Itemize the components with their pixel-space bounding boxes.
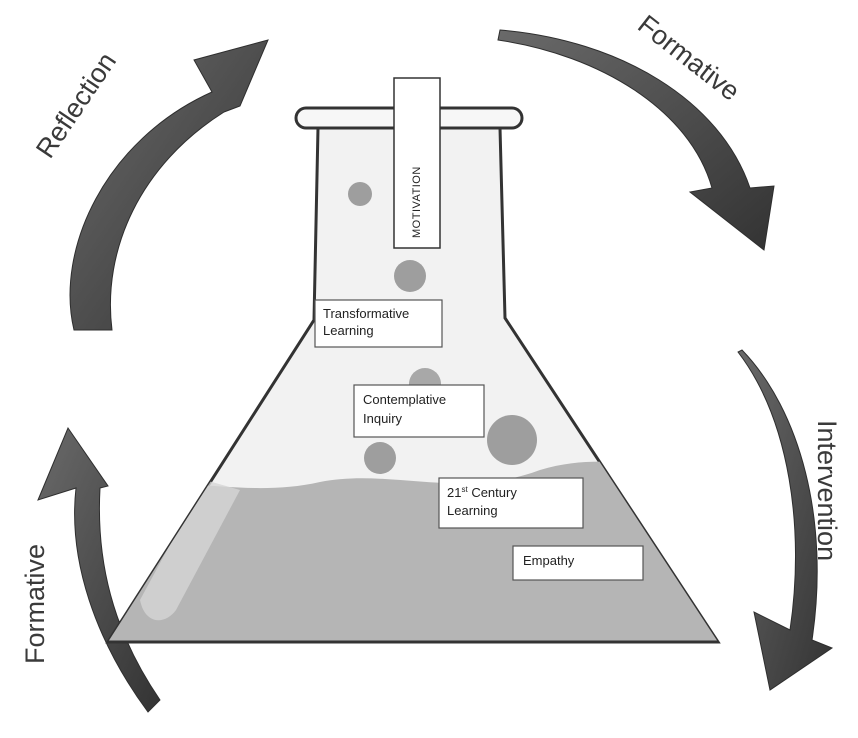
empathy-text: Empathy bbox=[523, 553, 575, 568]
century-learning-box: 21st Century Learning bbox=[438, 477, 584, 529]
contemplative-inquiry-box: Contemplative Inquiry bbox=[353, 384, 485, 438]
formative-bottom-label: Formative bbox=[20, 544, 50, 664]
contemplative-line-1: Contemplative bbox=[363, 392, 446, 407]
contemplative-line-2: Inquiry bbox=[363, 411, 403, 426]
bubble bbox=[348, 182, 372, 206]
transformative-learning-box: Transformative Learning bbox=[314, 299, 443, 348]
century-suffix: st bbox=[461, 485, 468, 494]
formative-top-arrow bbox=[497, 29, 775, 251]
formative-bottom-arrow bbox=[37, 426, 161, 713]
empathy-box: Empathy bbox=[512, 545, 644, 581]
motivation-text: MOTIVATION bbox=[411, 166, 423, 238]
reflection-arrow bbox=[69, 39, 269, 331]
century-word: Century bbox=[468, 485, 518, 500]
century-number: 21 bbox=[447, 485, 461, 500]
bubble bbox=[394, 260, 426, 292]
bubble bbox=[364, 442, 396, 474]
motivation-tag: MOTIVATION bbox=[393, 77, 441, 249]
bubble bbox=[487, 415, 537, 465]
intervention-label: Intervention bbox=[812, 420, 842, 561]
century-line-2: Learning bbox=[447, 503, 498, 518]
transformative-line-2: Learning bbox=[323, 323, 374, 338]
transformative-line-1: Transformative bbox=[323, 306, 409, 321]
intervention-arrow bbox=[737, 349, 834, 691]
reflection-label: Reflection bbox=[30, 47, 122, 163]
century-line-1: 21st Century bbox=[447, 485, 517, 500]
